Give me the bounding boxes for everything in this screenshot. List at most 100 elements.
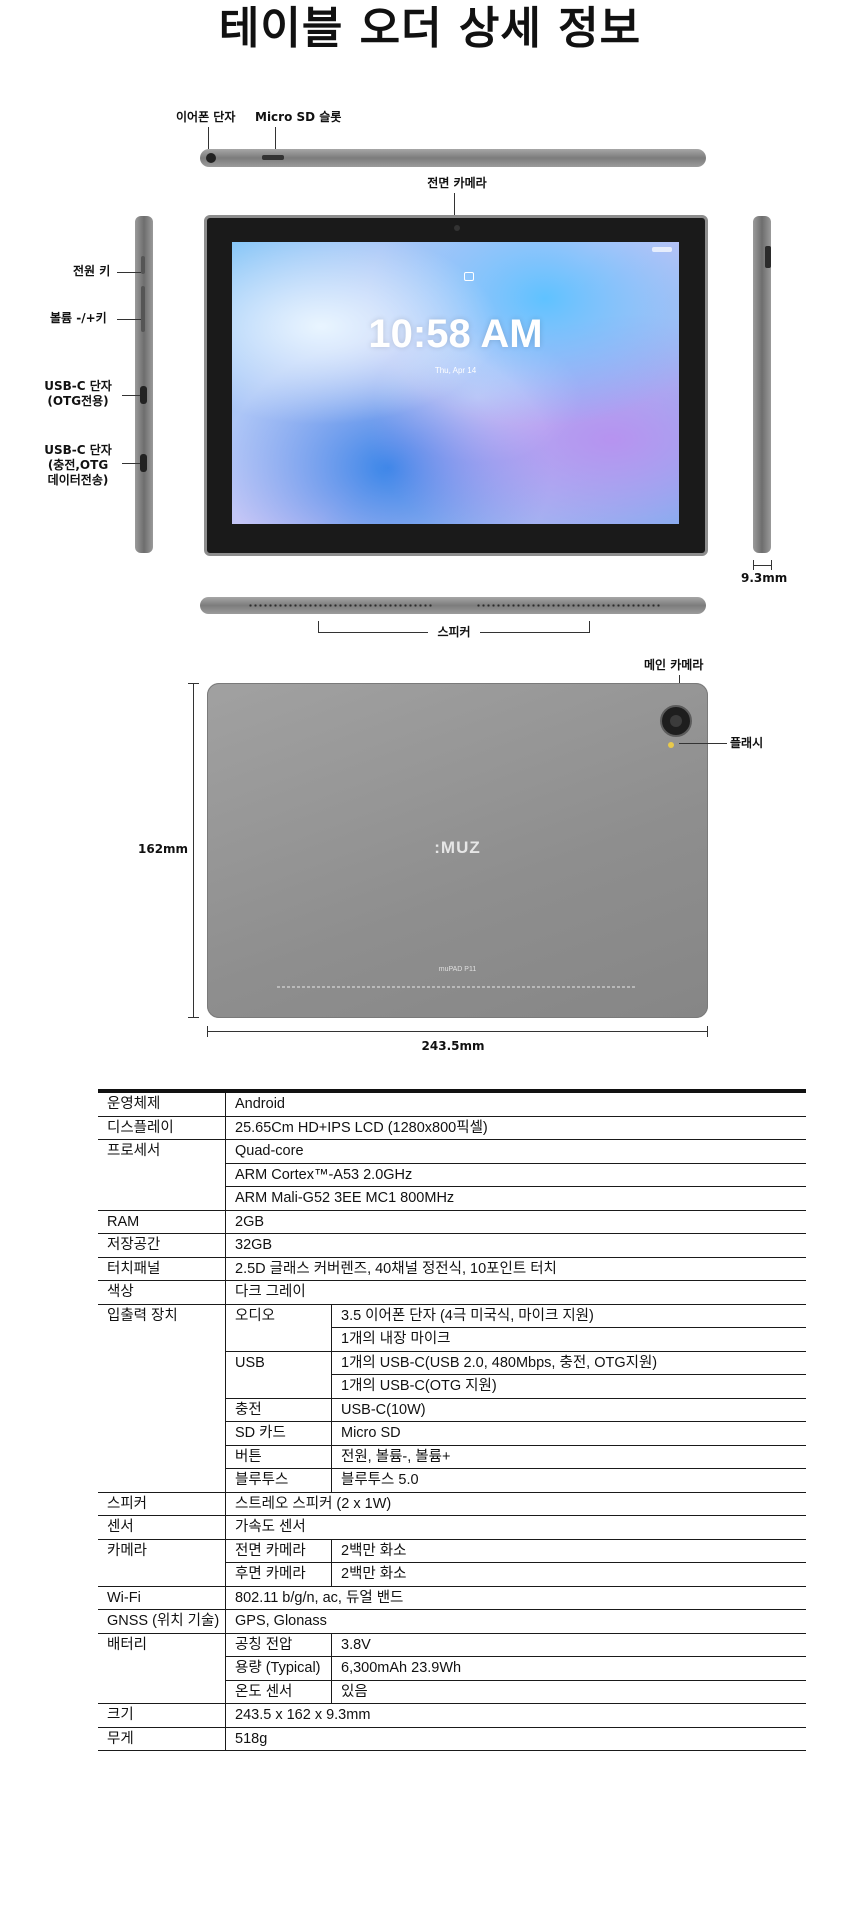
width-label: 243.5mm: [421, 1039, 485, 1053]
spec-key: 무게: [98, 1727, 226, 1751]
dimension-tick: [207, 1026, 208, 1037]
spec-key: Wi-Fi: [98, 1586, 226, 1610]
dimension-tick: [188, 683, 199, 684]
spec-value: 1개의 내장 마이크: [331, 1327, 806, 1352]
table-row: 후면 카메라 2백만 화소: [98, 1562, 806, 1587]
table-row: 크기 243.5 x 162 x 9.3mm: [98, 1703, 806, 1728]
leader-line: [208, 127, 209, 149]
leader-line: [122, 395, 140, 396]
table-row: 스피커 스트레오 스피커 (2 x 1W): [98, 1492, 806, 1516]
spec-value: 6,300mAh 23.9Wh: [331, 1656, 806, 1681]
leader-line: [454, 193, 455, 215]
bracket-line: [318, 632, 428, 633]
spec-subkey: 충전: [225, 1398, 332, 1422]
spec-value: Micro SD: [331, 1421, 806, 1446]
spec-value: 3.8V: [331, 1633, 806, 1657]
dimension-tick: [771, 560, 772, 570]
spec-value: 2GB: [225, 1210, 806, 1234]
spec-value: 1개의 USB-C(USB 2.0, 480Mbps, 충전, OTG지원): [331, 1351, 806, 1375]
table-row: 카메라 전면 카메라 2백만 화소: [98, 1539, 806, 1587]
page-title: 테이블 오더 상세 정보: [218, 3, 642, 54]
spec-key: 디스플레이: [98, 1116, 226, 1140]
spec-subkey: USB: [225, 1351, 332, 1399]
spec-value: 2백만 화소: [331, 1562, 806, 1587]
table-row: 디스플레이 25.65Cm HD+IPS LCD (1280x800픽셀): [98, 1116, 806, 1140]
table-row: 운영체제 Android: [98, 1093, 806, 1117]
tablet-top-edge: [200, 149, 706, 167]
table-row: SD 카드 Micro SD: [98, 1421, 806, 1446]
table-row: 배터리 공칭 전압 3.8V: [98, 1633, 806, 1704]
spec-value: 가속도 센서: [225, 1515, 806, 1540]
table-row: 블루투스 블루투스 5.0: [98, 1468, 806, 1493]
spec-subkey: 온도 센서: [225, 1680, 332, 1704]
table-row: Wi-Fi 802.11 b/g/n, ac, 듀얼 밴드: [98, 1586, 806, 1610]
front-camera-label: 전면 카메라: [427, 176, 487, 190]
table-row: 온도 센서 있음: [98, 1680, 806, 1704]
rear-camera-bump: [765, 246, 771, 268]
spec-value: 25.65Cm HD+IPS LCD (1280x800픽셀): [225, 1116, 806, 1140]
front-camera-lens: [454, 225, 460, 231]
leader-line: [122, 463, 140, 464]
spec-subkey: SD 카드: [225, 1421, 332, 1446]
spec-value: ARM Mali-G52 3EE MC1 800MHz: [225, 1186, 806, 1211]
spec-key: 터치패널: [98, 1257, 226, 1281]
speaker-grille-right: [476, 604, 660, 607]
earphone-jack-port: [206, 153, 216, 163]
spec-value: 243.5 x 162 x 9.3mm: [225, 1703, 806, 1728]
spec-subkey: 오디오: [225, 1304, 332, 1352]
spec-key: 크기: [98, 1703, 226, 1728]
table-row: 저장공간 32GB: [98, 1233, 806, 1258]
model-name: muPAD P11: [438, 966, 477, 973]
spec-key: RAM: [98, 1210, 226, 1234]
micro-sd-slot-port: [262, 155, 284, 160]
main-camera-label: 메인 카메라: [644, 658, 704, 672]
table-row: 색상 다크 그레이: [98, 1280, 806, 1305]
usbc-otg-port: [140, 386, 147, 404]
power-key: [141, 256, 145, 274]
tablet-back: :MUZ muPAD P11: [207, 683, 708, 1018]
leader-line: [117, 272, 141, 273]
spec-subkey: 후면 카메라: [225, 1562, 332, 1587]
power-key-label: 전원 키: [73, 264, 111, 278]
usbc-charge-port: [140, 454, 147, 472]
table-row: ARM Mali-G52 3EE MC1 800MHz: [98, 1186, 806, 1211]
leader-line: [275, 127, 276, 149]
bracket-line: [589, 621, 590, 632]
volume-key-label: 볼륨 -/+키: [50, 311, 107, 325]
flash-led: [668, 742, 674, 748]
table-row: 센서 가속도 센서: [98, 1515, 806, 1540]
bracket-line: [318, 621, 319, 632]
spec-table: 운영체제 Android 디스플레이 25.65Cm HD+IPS LCD (1…: [98, 1093, 806, 1751]
spec-value: GPS, Glonass: [225, 1609, 806, 1634]
bracket-line: [480, 632, 590, 633]
table-row: 입출력 장치 오디오 3.5 이어폰 단자 (4극 미국식, 마이크 지원): [98, 1304, 806, 1493]
spec-key: 입출력 장치: [98, 1304, 226, 1493]
earphone-jack-label: 이어폰 단자: [176, 110, 236, 124]
tablet-screen: 10:58 AM Thu, Apr 14: [232, 242, 679, 524]
table-row: 무게 518g: [98, 1727, 806, 1751]
tablet-left-side: [135, 216, 153, 553]
spec-value: ARM Cortex™-A53 2.0GHz: [225, 1163, 806, 1187]
spec-key: 카메라: [98, 1539, 226, 1587]
volume-key: [141, 286, 145, 332]
main-camera-lens: [660, 705, 692, 737]
spec-subkey: 버튼: [225, 1445, 332, 1469]
height-label-bg: [135, 840, 191, 858]
table-row: USB 1개의 USB-C(USB 2.0, 480Mbps, 충전, OTG지…: [98, 1351, 806, 1399]
table-row: 버튼 전원, 볼륨-, 볼륨+: [98, 1445, 806, 1469]
usbc-otg-label: USB-C 단자 (OTG전용): [44, 379, 112, 408]
fine-print: [277, 986, 637, 988]
tablet-bottom-edge: [200, 597, 706, 614]
spec-value: Android: [225, 1093, 806, 1117]
spec-value: 스트레오 스피커 (2 x 1W): [225, 1492, 806, 1516]
spec-key: 프로세서: [98, 1139, 226, 1211]
usbc-charge-label: USB-C 단자 (충전,OTG 데이터전송): [44, 443, 112, 487]
spec-value: 1개의 USB-C(OTG 지원): [331, 1374, 806, 1399]
table-row: GNSS (위치 기술) GPS, Glonass: [98, 1609, 806, 1634]
spec-subkey: 공칭 전압: [225, 1633, 332, 1657]
width-dimension-line: [207, 1031, 708, 1032]
flash-label: 플래시: [730, 736, 764, 750]
height-dimension-line: [193, 683, 194, 1018]
spec-value: 802.11 b/g/n, ac, 듀얼 밴드: [225, 1586, 806, 1610]
spec-value: 다크 그레이: [225, 1280, 806, 1305]
